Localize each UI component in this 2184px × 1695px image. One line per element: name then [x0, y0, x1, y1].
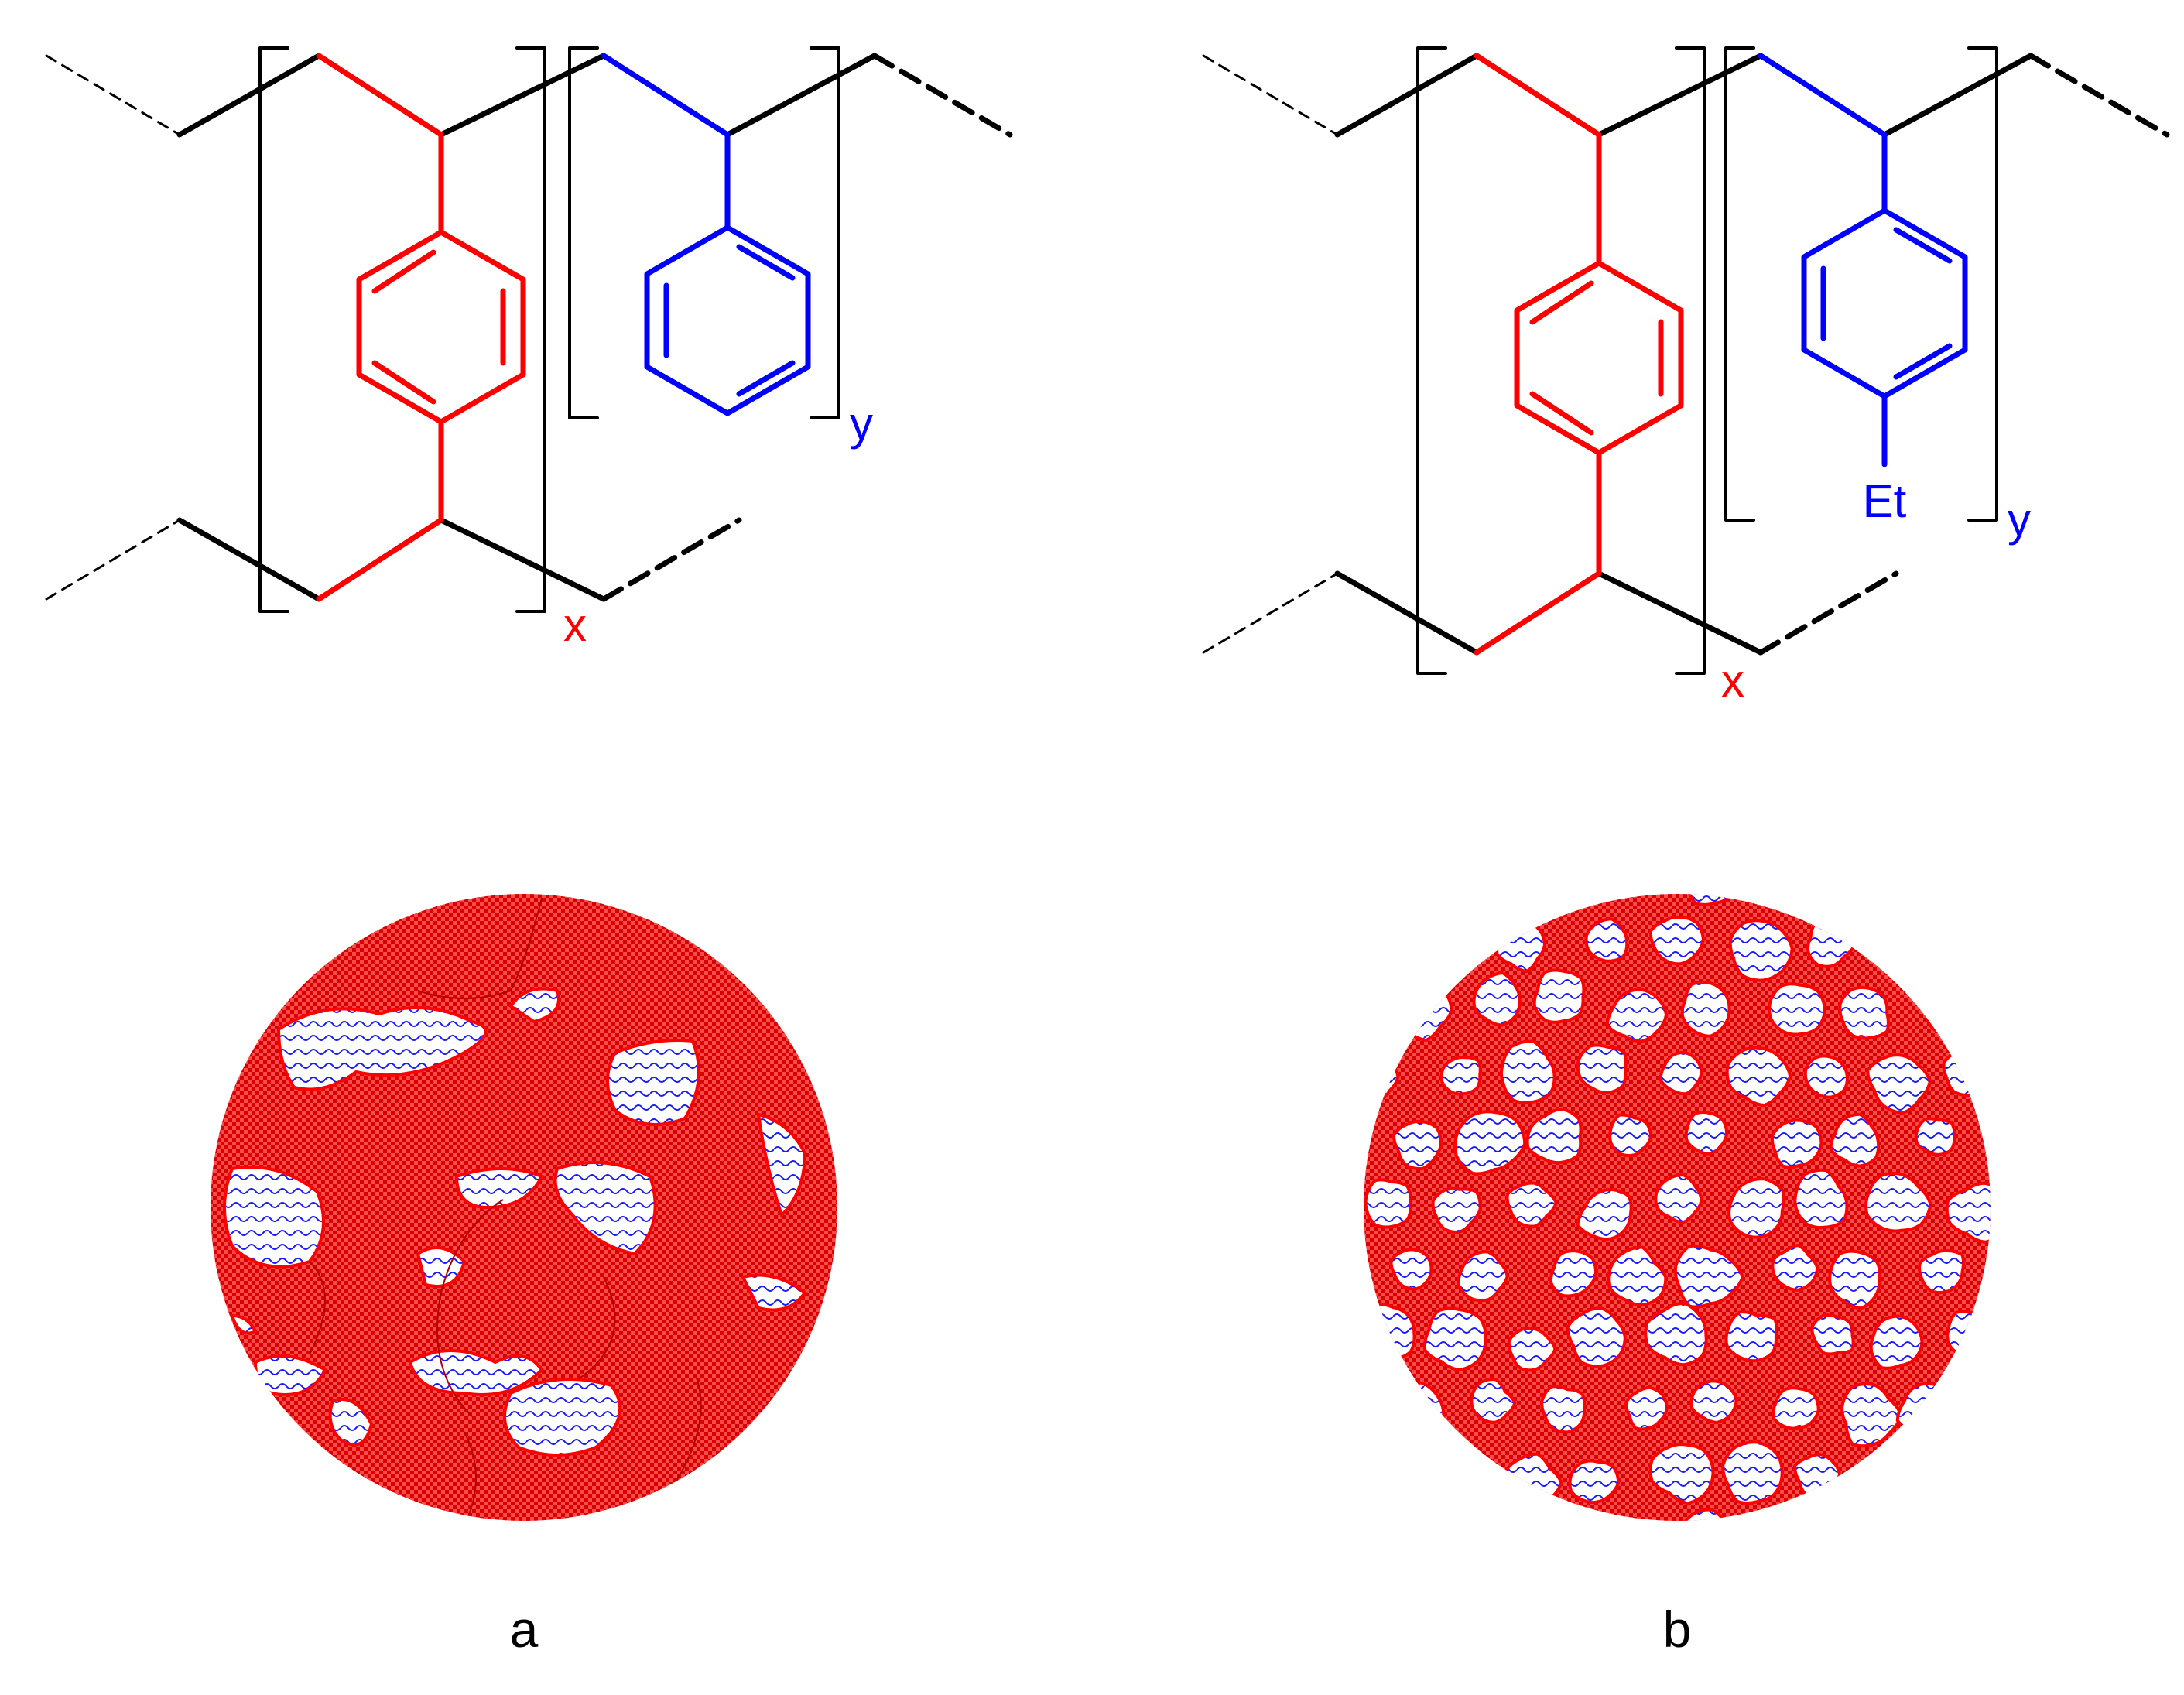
panel-b-domain — [1431, 1186, 1482, 1234]
panel-b-domain — [1840, 1382, 1903, 1448]
panel-b-bracket-x — [1416, 46, 1706, 675]
panel-b-domain — [1608, 1113, 1653, 1158]
panel-b-domain — [1470, 1378, 1517, 1424]
panel-b-domain — [1472, 971, 1522, 1027]
panel-b-domain — [1457, 1250, 1509, 1303]
panel-b-domain — [1364, 1302, 1416, 1363]
panel-a-subscript-x: x — [563, 599, 587, 651]
panel-a-domains — [223, 987, 807, 1457]
panel-b-domain — [1389, 1248, 1433, 1291]
panel-b-domain — [1768, 982, 1826, 1036]
panel-a-subscript-y: y — [850, 398, 873, 450]
panel-b-subscript-x: x — [1721, 655, 1744, 707]
panel-b-domain — [1866, 1053, 1932, 1115]
panel-b-substituent: Et — [1863, 475, 1907, 527]
panel-b-domain — [1422, 1306, 1488, 1372]
panel-b-domain — [1682, 894, 1737, 906]
panel-b-domain — [1728, 919, 1794, 982]
panel-b-domain — [1648, 1443, 1715, 1505]
panel-b-domain — [1772, 1386, 1820, 1430]
panel-b-domain — [1500, 1039, 1556, 1104]
panel-b-domain — [1549, 1249, 1597, 1298]
panel-b-domain — [1725, 1046, 1792, 1108]
panel-b-domain — [1771, 1243, 1819, 1292]
panel-a-bracket-x — [258, 46, 546, 613]
panel-b-domain — [1525, 1107, 1583, 1165]
panel-b-domain — [1721, 1440, 1784, 1505]
panel-b-subscript-y: y — [2008, 494, 2031, 546]
panel-b-domain — [1946, 1310, 1991, 1360]
panel-a-bottom-backbone — [45, 517, 742, 602]
panel-b-domain — [1828, 1249, 1881, 1310]
panel-b-domain — [1644, 1301, 1708, 1367]
panel-b-domain — [1648, 915, 1705, 966]
panel-b-bracket-y — [1724, 46, 1998, 522]
panel-b-domain — [1584, 917, 1629, 963]
panel-b-domain — [1684, 1111, 1729, 1156]
panel-b-bottom-backbone — [1202, 570, 1899, 656]
panel-a-morphology — [211, 894, 837, 1521]
panel-b-structure — [1202, 46, 2170, 675]
panel-b-domains — [1364, 894, 1991, 1521]
panel-b-domain — [1770, 1118, 1823, 1169]
panel-b-ethylstyrene — [1801, 132, 1968, 467]
panel-b-domain — [1540, 1385, 1587, 1434]
panel-a-label: a — [510, 1601, 539, 1658]
panel-b-domain — [1576, 1187, 1633, 1241]
panel-b-domain — [1364, 1178, 1412, 1229]
panel-b-domain — [1945, 1181, 1991, 1244]
panel-b-morphology — [1364, 894, 1991, 1521]
panel-b-domain — [1392, 1119, 1443, 1170]
panel-b-domain — [1576, 1043, 1628, 1094]
panel-b-domain — [1673, 1244, 1744, 1309]
panel-b-domain — [1439, 1056, 1482, 1096]
panel-a-structure — [45, 46, 1013, 613]
panel-b-domain — [1381, 1381, 1446, 1450]
panel-b-domain — [1829, 1112, 1881, 1168]
panel-b-domain — [1869, 1314, 1924, 1370]
panel-b-domain — [1838, 985, 1890, 1040]
panel-b-crosslinker — [1514, 132, 1684, 577]
panel-b-domain — [1605, 988, 1669, 1043]
panel-b-domain — [1793, 1168, 1849, 1230]
panel-b-domain — [1918, 1248, 1966, 1295]
panel-b-domain — [1566, 1306, 1627, 1368]
panel-b-top-backbone — [1202, 53, 2170, 138]
panel-b-domain — [1505, 1181, 1559, 1228]
panel-b-label: b — [1663, 1601, 1692, 1658]
panel-a-bracket-y — [568, 46, 840, 419]
panel-b-domain — [1724, 1310, 1778, 1363]
panel-b-domain — [1727, 1177, 1785, 1239]
panel-b-domain — [1679, 1508, 1734, 1521]
panel-b-domain — [1453, 1110, 1527, 1176]
panel-b-domain — [1689, 1379, 1738, 1424]
panel-b-domain — [1654, 1173, 1703, 1224]
panel-b-domain — [1864, 1172, 1932, 1233]
panel-b-domain — [1624, 1385, 1669, 1431]
panel-a-styrene — [644, 132, 811, 416]
panel-a-grain-lines — [309, 897, 702, 1521]
panel-b-domain — [1607, 1245, 1668, 1307]
panel-b-domain — [1659, 1051, 1703, 1096]
panel-b-domain — [1680, 981, 1731, 1038]
panel-b-domain — [1810, 1313, 1855, 1356]
panel-a-top-backbone — [45, 53, 1013, 138]
panel-a-crosslinker — [356, 132, 526, 523]
panel-b-domain — [1942, 1046, 1991, 1097]
panel-b-domain — [1914, 1117, 1956, 1156]
panel-b-domain — [1507, 1327, 1557, 1372]
panel-b-domain — [1793, 1453, 1842, 1497]
panel-b-domain — [1803, 1054, 1849, 1099]
panel-b-domain — [1568, 1459, 1621, 1505]
panel-b-domain — [1532, 968, 1586, 1024]
